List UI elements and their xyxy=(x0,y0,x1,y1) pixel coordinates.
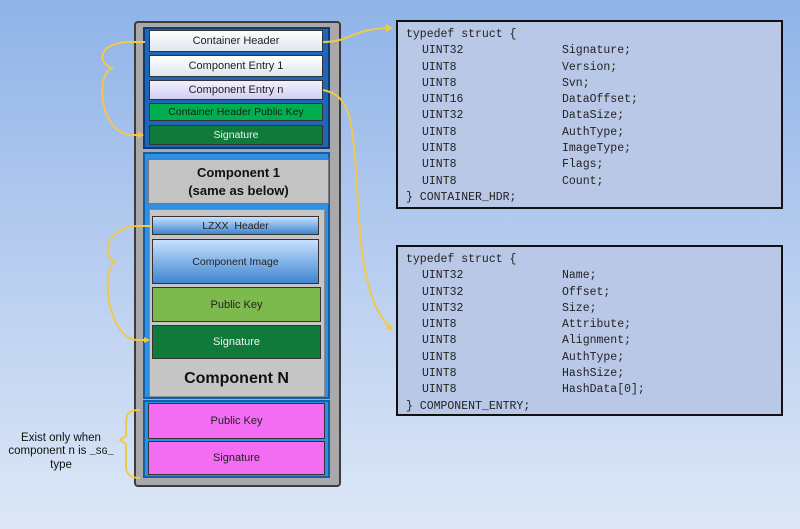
field-type: UINT8 xyxy=(422,60,457,74)
component-entry-n-label: Component Entry n xyxy=(188,84,284,96)
struct-field: UINT32 DataSize; xyxy=(406,108,773,124)
field-type: UINT16 xyxy=(422,93,464,107)
side-note-line2: component n is _SG_ xyxy=(0,445,122,459)
component-1-note: (same as below) xyxy=(188,182,289,198)
component-n-title: Component N xyxy=(152,362,321,396)
field-name: Size; xyxy=(562,301,597,315)
field-name: Offset; xyxy=(562,285,611,299)
header-bracket-arrow xyxy=(101,41,145,138)
component-n-title-label: Component N xyxy=(184,370,289,387)
field-type: UINT8 xyxy=(422,76,457,90)
container-header-arrow xyxy=(322,24,393,43)
struct-field: UINT32 Signature; xyxy=(406,43,773,59)
component-public-key-label: Public Key xyxy=(210,298,263,311)
struct-field: UINT8 Version; xyxy=(406,60,773,76)
component-image-label: Component Image xyxy=(192,255,279,268)
container-header-label: Container Header xyxy=(192,35,280,47)
component-n-bracket-arrow xyxy=(106,225,151,343)
field-name: Alignment; xyxy=(562,334,632,348)
struct-field: UINT8 Alignment; xyxy=(406,333,773,349)
container-signature-box: Signature xyxy=(149,125,323,145)
struct-field: UINT32 Offset; xyxy=(406,285,773,301)
field-type: UINT8 xyxy=(422,367,457,381)
struct-field: UINT8 AuthType; xyxy=(406,350,773,366)
side-note-line1: Exist only when xyxy=(21,432,101,444)
field-name: AuthType; xyxy=(562,350,625,364)
side-note-code: _SG_ xyxy=(89,447,114,458)
container-hdr-struct: typedef struct { UINT32 Signature; UINT8 V… xyxy=(396,20,783,209)
sg-signature-box: Signature xyxy=(148,441,325,475)
lzxx-header-label: LZXX Header xyxy=(202,219,269,232)
field-type: UINT8 xyxy=(422,158,457,172)
lzxx-header-box: LZXX Header xyxy=(152,216,319,235)
component-1-label: Component 1 xyxy=(196,164,281,180)
struct-field: UINT8 ImageType; xyxy=(406,141,773,157)
struct-field: UINT16 DataOffset; xyxy=(406,92,773,108)
field-name: Signature; xyxy=(562,44,632,58)
struct-open: typedef struct { xyxy=(406,28,517,41)
struct-field: UINT8 Flags; xyxy=(406,157,773,173)
field-name: Flags; xyxy=(562,158,604,172)
container-header-public-key-label: Container Header Public Key xyxy=(168,106,304,118)
component-entry-1-label: Component Entry 1 xyxy=(188,60,284,72)
struct-field: UINT8 AuthType; xyxy=(406,125,773,141)
field-type: UINT8 xyxy=(422,334,457,348)
field-type: UINT8 xyxy=(422,318,457,332)
struct-close: } COMPONENT_ENTRY; xyxy=(406,399,531,413)
sg-bracket xyxy=(118,409,141,479)
struct-field: UINT8 Attribute; xyxy=(406,317,773,333)
field-name: Version; xyxy=(562,60,618,74)
field-type: UINT8 xyxy=(422,174,457,188)
sg-side-note: Exist only when component n is _SG_ type xyxy=(0,432,122,472)
side-note-line3: type xyxy=(50,459,72,471)
field-type: UINT8 xyxy=(422,125,457,139)
component-public-key-box: Public Key xyxy=(152,287,321,322)
field-type: UINT32 xyxy=(422,109,464,123)
field-type: UINT32 xyxy=(422,269,464,283)
field-name: DataSize; xyxy=(562,109,625,123)
field-name: HashSize; xyxy=(562,367,625,381)
field-name: Attribute; xyxy=(562,318,632,332)
field-type: UINT8 xyxy=(422,383,457,397)
component-entry-1-box: Component Entry 1 xyxy=(149,55,323,77)
field-name: Svn; xyxy=(562,76,590,90)
struct-field: UINT8 HashData[0]; xyxy=(406,382,773,398)
component-signature-label: Signature xyxy=(212,336,261,348)
side-note-line2-prefix: component n is xyxy=(8,445,90,457)
component-signature-box: Signature xyxy=(152,325,321,359)
container-header-public-key-box: Container Header Public Key xyxy=(149,103,323,121)
field-type: UINT8 xyxy=(422,350,457,364)
field-name: AuthType; xyxy=(562,125,625,139)
field-name: HashData[0]; xyxy=(562,383,645,397)
struct-field: UINT8 Count; xyxy=(406,174,773,190)
field-type: UINT32 xyxy=(422,44,464,58)
struct-field: UINT8 HashSize; xyxy=(406,366,773,382)
container-header-box: Container Header xyxy=(149,30,323,52)
field-name: ImageType; xyxy=(562,142,632,156)
struct-field: UINT32 Name; xyxy=(406,268,773,284)
sg-signature-label: Signature xyxy=(212,452,261,464)
field-name: DataOffset; xyxy=(562,93,638,107)
struct-field: UINT8 Svn; xyxy=(406,76,773,92)
field-name: Count; xyxy=(562,174,604,188)
struct-field: UINT32 Size; xyxy=(406,301,773,317)
field-type: UINT8 xyxy=(422,142,457,156)
component-entry-arrow xyxy=(322,89,393,331)
sg-public-key-label: Public Key xyxy=(210,415,263,427)
field-type: UINT32 xyxy=(422,301,464,315)
struct-close: } CONTAINER_HDR; xyxy=(406,190,517,204)
component-image-box: Component Image xyxy=(152,239,319,284)
struct-open: typedef struct { xyxy=(406,253,517,266)
component-1-box: Component 1 (same as below) xyxy=(148,159,329,204)
sg-public-key-box: Public Key xyxy=(148,403,325,439)
field-name: Name; xyxy=(562,269,597,283)
field-type: UINT32 xyxy=(422,285,464,299)
container-signature-label: Signature xyxy=(213,129,259,141)
component-entry-n-box: Component Entry n xyxy=(149,80,323,100)
